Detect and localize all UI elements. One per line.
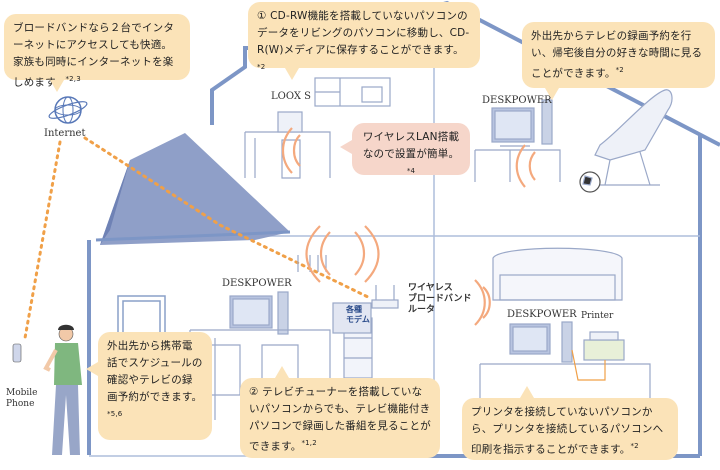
cdrw-tail [285, 68, 299, 80]
person-figure [12, 324, 82, 455]
internet-share-tail [50, 80, 64, 92]
cdrw-text: ① CD-RW機能を搭載していないパソコンのデータをリビングのパソコンに移動し、… [257, 10, 470, 56]
recording-reserve-note: *2 [615, 66, 624, 74]
roof [95, 133, 291, 245]
cdrw-note: *2 [257, 63, 266, 71]
deskpower-living-label: DESKPOWER [222, 278, 292, 289]
printer-label: Printer [581, 311, 614, 321]
loox-label: LOOX S [271, 91, 312, 102]
internet-share-text: ブロードバンドなら２台でインターネットにアクセスしても快適。家族も同時にインター… [13, 22, 175, 89]
wireless-signal-arcs [281, 127, 536, 326]
modem-label: 各種 モデム [346, 305, 370, 324]
internet-globe-icon [48, 96, 88, 124]
cdrw-bubble: ① CD-RW機能を搭載していないパソコンのデータをリビングのパソコンに移動し、… [248, 2, 480, 71]
printer-tail [520, 386, 534, 398]
recording-reserve-tail [545, 88, 559, 100]
router-label: ワイヤレス ブロードバンド ルータ [408, 283, 472, 315]
recording-reserve-text: 外出先からテレビの録画予約を行い、帰宅後自分の好きな時間に見ることができます。 [531, 30, 703, 80]
wireless-lan-text: ワイヤレスLAN搭載なので設置が簡単。 [362, 131, 460, 160]
printer-bubble: プリンタを接続していないパソコンから、プリンタを接続しているパソコンへ印刷を指示… [462, 398, 678, 460]
printer-note: *2 [630, 442, 639, 450]
mobile-text: 外出先から携帯電話でスケジュールの確認やテレビの録画予約ができます。 [107, 340, 203, 403]
wireless-lan-bubble: ワイヤレスLAN搭載なので設置が簡単。 *4 [352, 123, 470, 175]
internet-link [23, 136, 372, 340]
deskpower-top-label: DESKPOWER [482, 95, 552, 106]
mobile-note: *5,6 [107, 410, 123, 418]
tv-tuner-note: *1,2 [301, 439, 317, 447]
internet-share-bubble: ブロードバンドなら２台でインターネットにアクセスしても快適。家族も同時にインター… [4, 14, 190, 89]
mobile-phone-label: Mobile Phone [6, 388, 38, 409]
tv-tuner-text: ② テレビチューナーを搭載していないパソコンからでも、テレビ機能付きパソコンで録… [249, 386, 431, 453]
loox-room [244, 77, 391, 179]
deskpower-top-room [474, 89, 673, 193]
wireless-lan-tail [340, 140, 352, 154]
tv-tuner-bubble: ② テレビチューナーを搭載していないパソコンからでも、テレビ機能付きパソコンで録… [240, 378, 440, 458]
internet-label: Internet [44, 128, 86, 139]
internet-share-note: *2,3 [65, 75, 81, 83]
wireless-lan-note: *4 [406, 167, 416, 175]
recording-reserve-bubble: 外出先からテレビの録画予約を行い、帰宅後自分の好きな時間に見ることができます。*… [522, 22, 715, 88]
mobile-bubble: 外出先から携帯電話でスケジュールの確認やテレビの録画予約ができます。 *5,6 [98, 332, 212, 440]
tv-tuner-tail [275, 366, 289, 378]
mobile-tail [86, 362, 98, 376]
printer-text: プリンタを接続していないパソコンから、プリンタを接続しているパソコンへ印刷を指示… [471, 406, 664, 456]
deskpower-right-label: DESKPOWER [507, 309, 577, 320]
printer-room [479, 247, 651, 410]
living-room [189, 255, 399, 420]
